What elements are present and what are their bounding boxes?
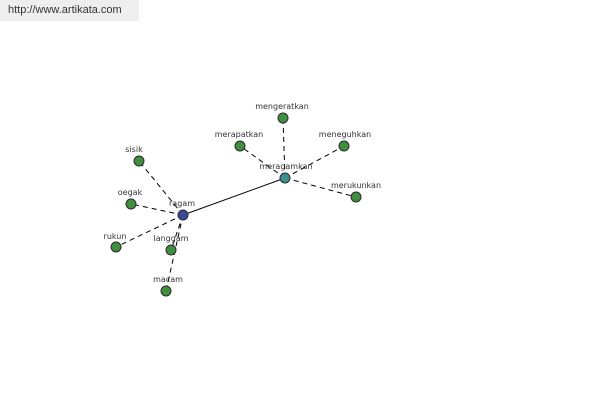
node-langgam[interactable] (165, 244, 177, 256)
node-rukun[interactable] (110, 241, 122, 253)
edge-ragam-sisik (138, 160, 184, 216)
node-oegak[interactable] (125, 198, 137, 210)
edge-meragamkan-mengeratkan (282, 117, 286, 179)
node-label-sisik: sisik (125, 145, 143, 154)
node-label-merapatkan: merapatkan (215, 130, 264, 139)
node-label-macam: macam (153, 275, 183, 284)
labels-layer: ragam meragamkan sisik oegak rukun langgam mac… (104, 102, 381, 284)
node-sisik[interactable] (133, 155, 145, 167)
node-merukunkan[interactable] (350, 191, 362, 203)
node-label-langgam: langgam (153, 234, 188, 243)
node-meragamkan[interactable] (279, 172, 291, 184)
edge-ragam-meragamkan (182, 177, 286, 216)
edge-meragamkan-merukunkan (284, 177, 357, 198)
edge-ragam-langgam (170, 214, 184, 251)
node-merapatkan[interactable] (234, 140, 246, 152)
edge-meragamkan-meneguhkan (284, 145, 345, 179)
node-mengeratkan[interactable] (277, 112, 289, 124)
node-label-rukun: rukun (104, 232, 127, 241)
edge-ragam-rukun (115, 214, 184, 248)
node-label-meragamkan: meragamkan (259, 162, 312, 171)
node-macam[interactable] (160, 285, 172, 297)
node-label-oegak: oegak (118, 188, 143, 197)
source-url-link[interactable]: http://www.artikata.com (0, 0, 139, 21)
node-label-meneguhkan: meneguhkan (319, 130, 371, 139)
node-ragam[interactable] (177, 209, 189, 221)
edge-meragamkan-merapatkan (239, 145, 286, 179)
edges-layer (115, 117, 357, 292)
node-meneguhkan[interactable] (338, 140, 350, 152)
nodes-layer (110, 112, 362, 297)
node-label-ragam: ragam (169, 199, 195, 208)
node-label-merukunkan: merukunkan (331, 181, 381, 190)
node-label-mengeratkan: mengeratkan (255, 102, 309, 111)
